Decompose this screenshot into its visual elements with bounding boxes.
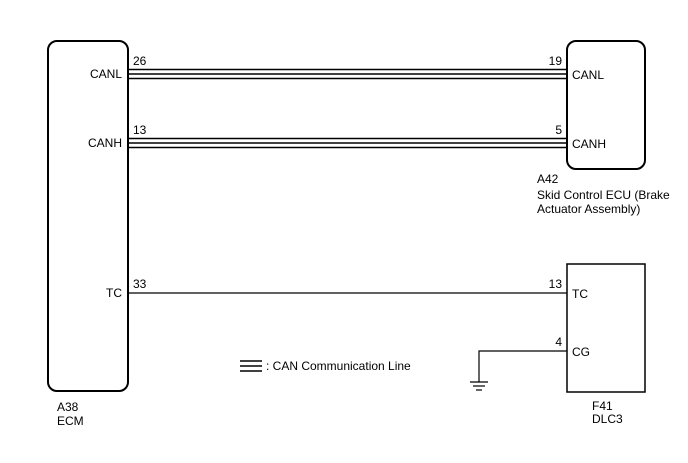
skid-canh-pin-number: 5 xyxy=(555,123,562,137)
skid-canl-label: CANL xyxy=(572,68,604,82)
skid-canl-pin-number: 19 xyxy=(549,54,563,68)
dlc3-cg-pin-number: 4 xyxy=(555,335,562,349)
skid-canh-label: CANH xyxy=(572,137,606,151)
legend-text: : CAN Communication Line xyxy=(266,359,411,373)
skid-ecu-name-line1: Skid Control ECU (Brake xyxy=(537,188,670,202)
dlc3-cg-label: CG xyxy=(572,345,590,359)
dlc3-name: DLC3 xyxy=(592,412,623,426)
ecm-canl-pin-number: 26 xyxy=(133,54,147,68)
skid-ecu-name-line2: Actuator Assembly) xyxy=(537,202,640,216)
ecm-canl-label: CANL xyxy=(90,67,122,81)
canh-wire xyxy=(128,137,567,149)
ecm-tc-label: TC xyxy=(106,286,122,300)
ecm-tc-pin-number: 33 xyxy=(133,277,147,291)
skid-ecu-code: A42 xyxy=(537,172,559,186)
cg-wire xyxy=(478,350,567,382)
ecm-name: ECM xyxy=(57,414,84,428)
ground-icon xyxy=(470,381,488,391)
canl-wire xyxy=(128,68,567,80)
dlc3-tc-pin-number: 13 xyxy=(549,277,563,291)
ecm-canh-pin-number: 13 xyxy=(133,123,147,137)
ecm-canh-label: CANH xyxy=(88,136,122,150)
can-line-legend-icon xyxy=(240,360,262,372)
dlc3-code: F41 xyxy=(592,399,613,413)
ecm-box xyxy=(47,40,129,392)
dlc3-tc-label: TC xyxy=(572,287,588,301)
skid-ecu-box xyxy=(566,40,646,170)
dlc3-box xyxy=(566,263,646,393)
ecm-code: A38 xyxy=(57,400,79,414)
